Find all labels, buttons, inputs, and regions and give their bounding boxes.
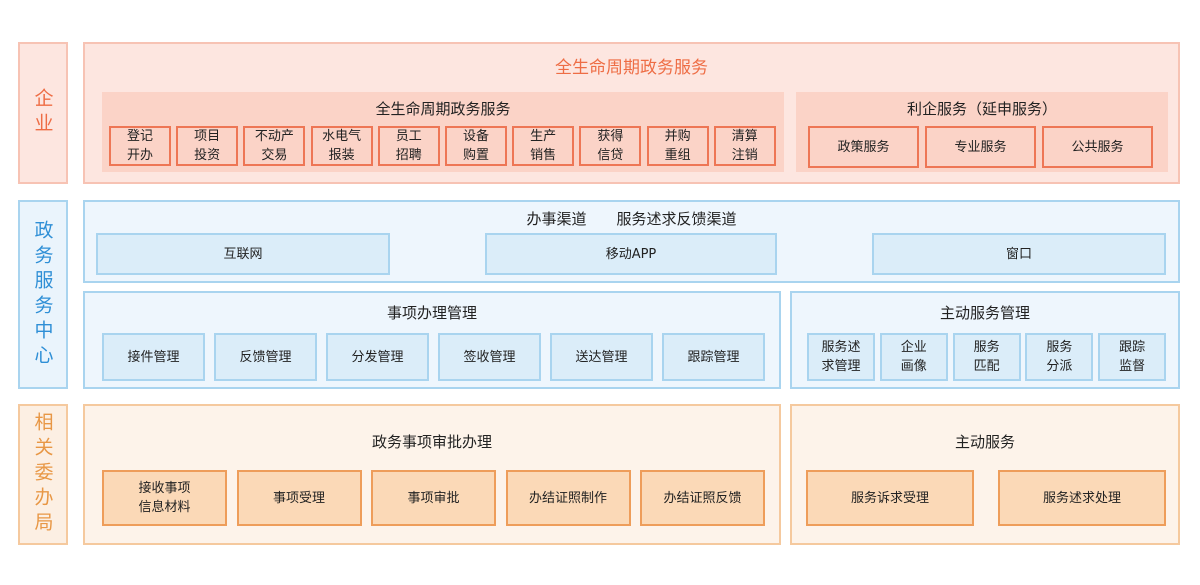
benefit-group: 利企服务（延申服务） 政策服务专业服务公共服务 [796,92,1168,172]
active-service-item: 服务诉求受理 [806,470,974,526]
approval-item-line2: 信息材料 [138,500,191,515]
lifecycle-item-line2: 报装 [328,148,355,163]
enterprise-panel: 全生命周期政务服务 全生命周期政务服务 登记开办项目投资不动产交易水电气报装员工… [83,42,1180,184]
lifecycle-item: 清算注销 [713,126,776,166]
channels-panel: 办事渠道 服务述求反馈渠道 互联网 移动APP 窗口 [83,200,1180,283]
enterprise-title: 全生命周期政务服务 [555,57,708,78]
side-label-text: 相关委办局 [31,412,54,537]
active-mgmt-item-line2: 求管理 [821,359,861,374]
benefit-item: 专业服务 [925,126,1036,168]
lifecycle-item-line2: 注销 [731,148,758,163]
matter-item: 分发管理 [326,333,429,381]
lifecycle-item-line2: 重组 [664,148,691,163]
approval-title: 政务事项审批办理 [371,432,492,451]
active-service-panel: 主动服务 服务诉求受理服务述求处理 [790,404,1180,545]
side-label-text: 政务服务中心 [31,219,54,370]
active-mgmt-item-line1: 跟踪 [1119,340,1146,355]
side-label-enterprise: 企业 [18,42,68,184]
approval-panel: 政务事项审批办理 接收事项信息材料 事项受理 事项审批 办结证照制作 办结证照反馈 [83,404,781,545]
active-mgmt-item-line1: 服务 [1046,340,1073,355]
approval-item-line1: 办结证照反馈 [663,490,742,506]
channel-item: 移动APP [485,233,777,275]
lifecycle-item-line2: 销售 [530,148,557,163]
approval-item: 办结证照制作 [505,470,631,526]
approval-item-line1: 事项审批 [407,490,460,506]
lifecycle-item: 并购重组 [646,126,709,166]
lifecycle-item-line1: 获得 [597,129,624,144]
matter-item: 接件管理 [102,333,205,381]
lifecycle-item-line1: 设备 [462,129,489,144]
lifecycle-item-line1: 清算 [731,129,758,144]
approval-item-line1: 事项受理 [272,490,325,506]
approval-item: 办结证照反馈 [640,470,765,526]
channel-item: 互联网 [96,233,390,275]
matter-mgmt-title: 事项办理管理 [386,303,477,322]
matter-item: 反馈管理 [214,333,317,381]
channels-title-b: 服务述求反馈渠道 [616,209,737,228]
matter-mgmt-panel: 事项办理管理 接件管理反馈管理分发管理签收管理送达管理跟踪管理 [83,291,781,389]
channel-item: 窗口 [872,233,1166,275]
active-mgmt-item-line2: 匹配 [973,359,1000,374]
lifecycle-item: 登记开办 [109,126,171,166]
benefit-item: 公共服务 [1042,126,1153,168]
active-mgmt-item: 服务匹配 [952,333,1021,381]
lifecycle-item: 获得信贷 [579,126,642,166]
active-mgmt-item-line1: 服务述 [821,340,861,355]
lifecycle-item-line1: 并购 [664,129,691,144]
matter-item: 签收管理 [438,333,541,381]
lifecycle-item-line1: 生产 [530,129,557,144]
side-label-gov-center: 政务服务中心 [18,200,68,389]
active-mgmt-item-line1: 服务 [973,340,1000,355]
lifecycle-item-line1: 水电气 [322,129,362,144]
benefit-title: 利企服务（延申服务） [906,99,1057,118]
lifecycle-item-line2: 投资 [194,148,221,163]
lifecycle-item: 不动产交易 [243,126,306,166]
lifecycle-item-line2: 信贷 [597,148,624,163]
channels-title: 办事渠道 服务述求反馈渠道 [85,207,1178,229]
channels-title-a: 办事渠道 [526,209,587,228]
active-service-item: 服务述求处理 [998,470,1166,526]
lifecycle-item-line1: 登记 [126,129,153,144]
lifecycle-group: 全生命周期政务服务 登记开办项目投资不动产交易水电气报装员工招聘设备购置生产销售… [102,92,784,172]
matter-item: 跟踪管理 [662,333,765,381]
active-mgmt-item-line1: 企业 [900,340,927,355]
benefit-item: 政策服务 [808,126,919,168]
lifecycle-item-line2: 购置 [462,148,489,163]
lifecycle-item: 生产销售 [512,126,575,166]
active-mgmt-item: 跟踪监督 [1098,333,1167,381]
side-label-committee: 相关委办局 [18,404,68,545]
side-label-text: 企业 [31,88,54,138]
active-mgmt-item: 服务述求管理 [807,333,875,381]
active-mgmt-item-line2: 监督 [1119,359,1146,374]
approval-item-line1: 接收事项 [138,481,191,496]
approval-item: 事项受理 [236,470,362,526]
active-mgmt-item: 服务分派 [1025,333,1094,381]
lifecycle-item-line1: 员工 [395,129,422,144]
active-service-title: 主动服务 [954,432,1015,451]
active-mgmt-panel: 主动服务管理 服务述求管理企业画像服务匹配服务分派跟踪监督 [790,291,1180,389]
approval-item: 事项审批 [371,470,496,526]
lifecycle-item-line1: 不动产 [254,129,294,144]
active-mgmt-item-line2: 分派 [1046,359,1073,374]
lifecycle-item-line2: 招聘 [395,148,422,163]
lifecycle-item: 设备购置 [445,126,507,166]
lifecycle-item-line2: 开办 [126,148,153,163]
lifecycle-item: 水电气报装 [310,126,373,166]
matter-item: 送达管理 [550,333,653,381]
approval-item: 接收事项信息材料 [102,470,227,526]
lifecycle-title: 全生命周期政务服务 [375,99,511,118]
lifecycle-item-line2: 交易 [261,148,288,163]
active-mgmt-title: 主动服务管理 [939,303,1030,322]
lifecycle-item: 项目投资 [176,126,239,166]
active-mgmt-item: 企业画像 [879,333,948,381]
active-mgmt-item-line2: 画像 [900,359,927,374]
lifecycle-item-line1: 项目 [194,129,221,144]
approval-item-line1: 办结证照制作 [528,490,607,506]
lifecycle-item: 员工招聘 [377,126,440,166]
